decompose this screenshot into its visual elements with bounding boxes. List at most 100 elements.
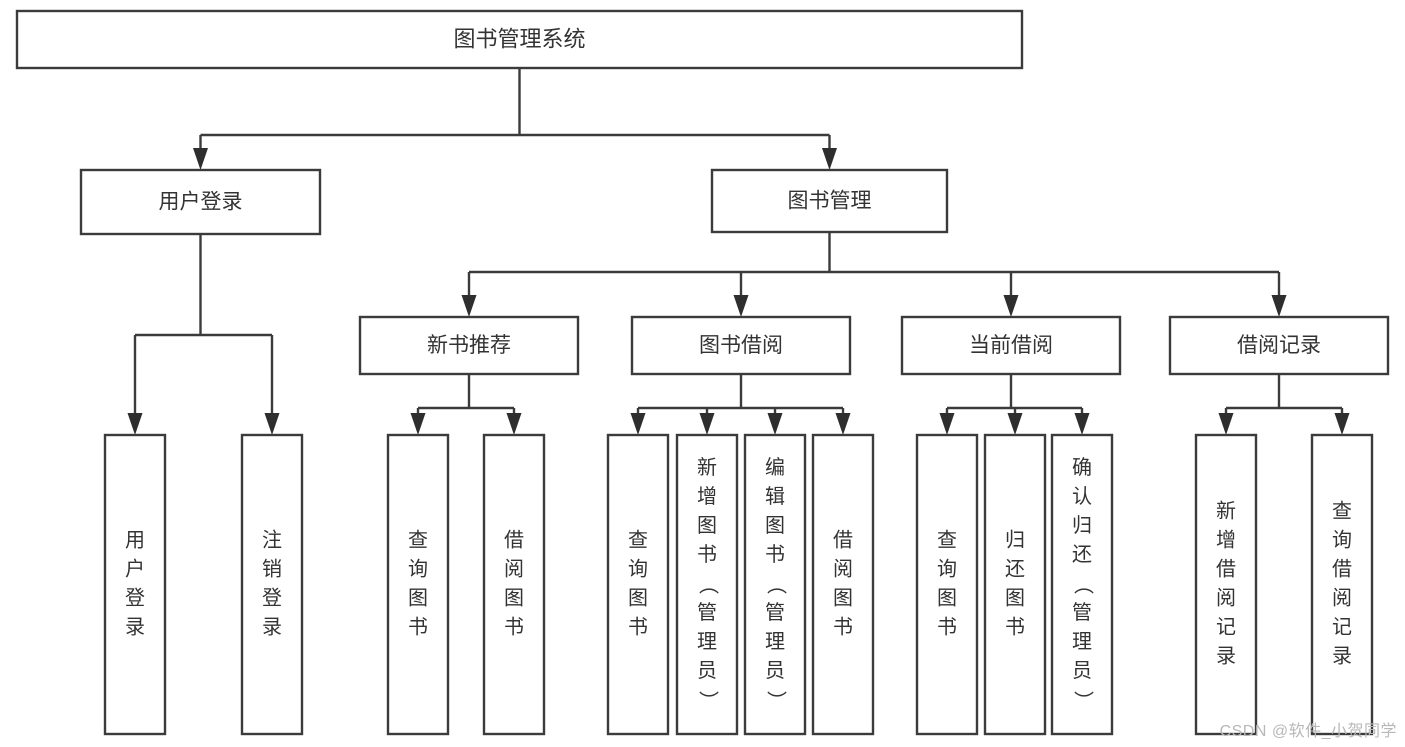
label-current-borrow: 当前借阅 bbox=[969, 334, 1053, 357]
svg-text:理: 理 bbox=[1072, 631, 1092, 653]
svg-text:阅: 阅 bbox=[833, 557, 853, 580]
svg-text:图: 图 bbox=[697, 515, 717, 537]
leaf-leaf-borrow-query[interactable] bbox=[606, 433, 670, 736]
svg-text:管: 管 bbox=[697, 601, 717, 624]
svg-text:归: 归 bbox=[1072, 514, 1092, 537]
node-boxes bbox=[15, 9, 1390, 736]
svg-text:询: 询 bbox=[628, 557, 648, 580]
svg-text:书: 书 bbox=[408, 615, 428, 638]
leaf-leaf-recommend-borrow[interactable] bbox=[482, 433, 546, 736]
svg-text:借: 借 bbox=[1216, 557, 1236, 580]
label-leaf-user-login: 用户登录 bbox=[125, 529, 145, 638]
svg-text:图: 图 bbox=[1005, 587, 1025, 609]
svg-text:借: 借 bbox=[833, 528, 853, 551]
svg-text:图: 图 bbox=[408, 587, 428, 609]
svg-text:录: 录 bbox=[125, 616, 145, 638]
svg-text:）: ） bbox=[697, 691, 720, 711]
svg-text:增: 增 bbox=[1216, 528, 1236, 551]
svg-text:还: 还 bbox=[1072, 543, 1092, 566]
svg-text:管: 管 bbox=[1072, 601, 1092, 624]
label-book-borrow: 图书借阅 bbox=[699, 334, 783, 357]
svg-text:查: 查 bbox=[1332, 499, 1352, 522]
leaf-leaf-record-add[interactable] bbox=[1194, 433, 1258, 736]
svg-text:书: 书 bbox=[833, 615, 853, 638]
leaf-leaf-current-query[interactable] bbox=[915, 433, 979, 736]
svg-text:理: 理 bbox=[697, 631, 717, 653]
svg-text:书: 书 bbox=[937, 615, 957, 638]
svg-text:（: （ bbox=[765, 575, 788, 595]
node-book-borrow[interactable] bbox=[630, 315, 852, 376]
svg-text:（: （ bbox=[1072, 575, 1095, 595]
svg-text:查: 查 bbox=[408, 528, 428, 551]
svg-text:书: 书 bbox=[765, 543, 785, 566]
label-borrow-record: 借阅记录 bbox=[1237, 334, 1321, 357]
svg-text:）: ） bbox=[1072, 691, 1095, 711]
leaf-leaf-recommend-query[interactable] bbox=[386, 433, 450, 736]
leaf-leaf-borrow-lend[interactable] bbox=[811, 433, 875, 736]
leaf-leaf-current-return[interactable] bbox=[983, 433, 1047, 736]
svg-text:新: 新 bbox=[697, 456, 717, 479]
node-new-book-recommend[interactable] bbox=[358, 315, 580, 376]
svg-text:询: 询 bbox=[937, 557, 957, 580]
svg-text:询: 询 bbox=[408, 557, 428, 580]
leaf-leaf-borrow-edit[interactable] bbox=[743, 433, 807, 736]
svg-text:查: 查 bbox=[937, 528, 957, 551]
svg-text:编: 编 bbox=[765, 456, 785, 479]
svg-text:图: 图 bbox=[765, 515, 785, 537]
svg-text:户: 户 bbox=[125, 557, 145, 580]
svg-text:书: 书 bbox=[697, 543, 717, 566]
csdn-watermark: CSDN @软件_小贺同学 bbox=[1219, 723, 1397, 740]
svg-text:新: 新 bbox=[1216, 499, 1236, 522]
label-book-manage: 图书管理 bbox=[788, 190, 872, 213]
node-labels: 图书管理系统用户登录图书管理新书推荐图书借阅当前借阅借阅记录用户登录注销登录查询… bbox=[125, 26, 1352, 710]
svg-text:记: 记 bbox=[1332, 615, 1352, 638]
svg-text:注: 注 bbox=[262, 528, 282, 551]
svg-text:辑: 辑 bbox=[765, 485, 785, 508]
leaf-leaf-user-logout[interactable] bbox=[240, 433, 304, 736]
svg-text:书: 书 bbox=[1005, 615, 1025, 638]
node-current-borrow[interactable] bbox=[900, 315, 1122, 376]
svg-text:理: 理 bbox=[765, 631, 785, 653]
svg-text:登: 登 bbox=[262, 586, 282, 609]
svg-text:增: 增 bbox=[697, 485, 717, 508]
svg-text:查: 查 bbox=[628, 528, 648, 551]
leaf-leaf-user-login[interactable] bbox=[103, 433, 167, 736]
svg-text:销: 销 bbox=[262, 557, 282, 580]
svg-text:归: 归 bbox=[1005, 528, 1025, 551]
svg-text:记: 记 bbox=[1216, 615, 1236, 638]
node-user-login[interactable] bbox=[79, 168, 322, 236]
svg-text:员: 员 bbox=[765, 660, 785, 682]
svg-text:登: 登 bbox=[125, 586, 145, 609]
root-label: 图书管理系统 bbox=[453, 26, 585, 51]
svg-text:认: 认 bbox=[1072, 485, 1092, 508]
node-root-图书管理系统[interactable] bbox=[15, 9, 1024, 70]
leaf-leaf-borrow-add[interactable] bbox=[675, 433, 739, 736]
svg-text:录: 录 bbox=[262, 616, 282, 638]
svg-text:阅: 阅 bbox=[504, 557, 524, 580]
label-user-login: 用户登录 bbox=[159, 191, 243, 214]
svg-text:图: 图 bbox=[937, 587, 957, 609]
leaf-leaf-record-query[interactable] bbox=[1310, 433, 1374, 736]
connector-lines bbox=[127, 68, 1350, 435]
svg-text:借: 借 bbox=[504, 528, 524, 551]
svg-text:书: 书 bbox=[628, 615, 648, 638]
svg-text:员: 员 bbox=[1072, 660, 1092, 682]
svg-text:录: 录 bbox=[1332, 645, 1352, 667]
svg-text:询: 询 bbox=[1332, 528, 1352, 551]
svg-text:用: 用 bbox=[125, 529, 145, 551]
svg-text:确: 确 bbox=[1072, 456, 1092, 479]
node-book-manage[interactable] bbox=[710, 168, 949, 234]
leaf-leaf-current-confirm[interactable] bbox=[1050, 433, 1114, 736]
node-borrow-record[interactable] bbox=[1168, 315, 1390, 376]
